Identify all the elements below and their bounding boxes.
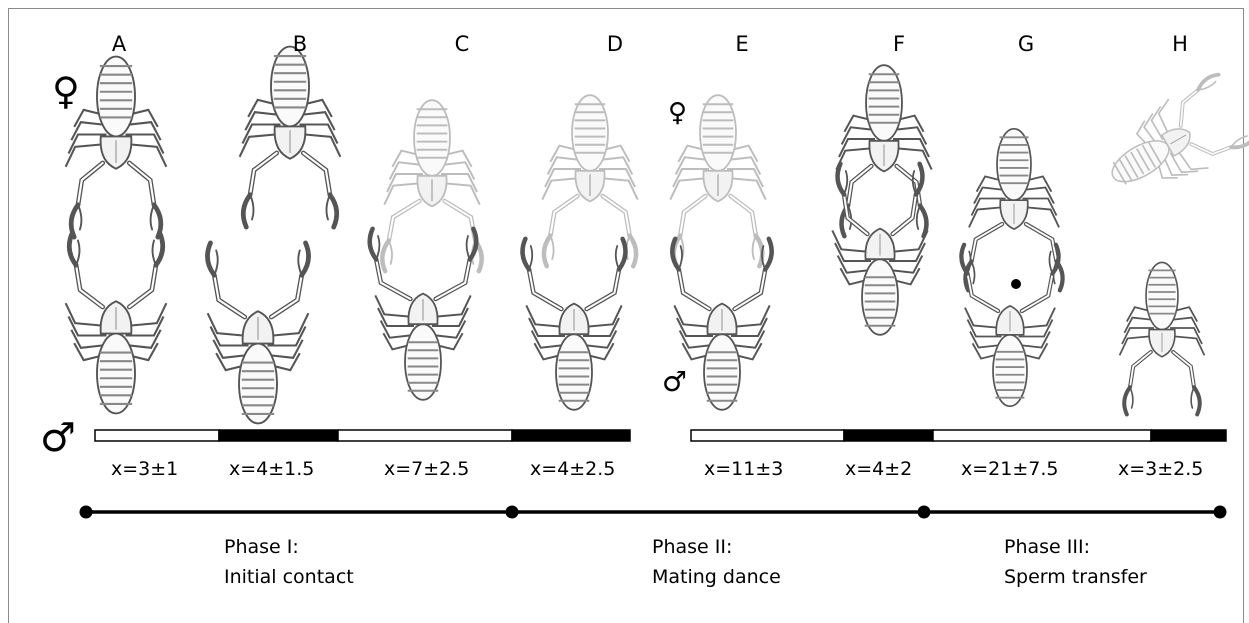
male-scorpion-d (523, 239, 626, 410)
timeline-node-1 (506, 506, 519, 519)
stage-label-e: E (722, 32, 762, 56)
phase-3: Phase III: Sperm transfer (1004, 532, 1147, 592)
duration-h: x=3±2.5 (1118, 458, 1203, 480)
stage-label-h: H (1160, 32, 1200, 56)
timeline-node-end (1214, 506, 1227, 519)
duration-g: x=21±7.5 (961, 458, 1058, 480)
phase-2: Phase II: Mating dance (652, 532, 781, 592)
duration-b: x=4±1.5 (229, 458, 314, 480)
female-symbol-large: ♀ (52, 72, 80, 110)
male-scorpion-e (672, 239, 771, 410)
male-symbol-small: ♂ (662, 368, 687, 396)
stage-label-g: G (1006, 32, 1046, 56)
phase-timeline (80, 506, 1227, 519)
female-scorpion-f (836, 65, 931, 236)
male-scorpion-b (207, 243, 308, 424)
phase-2-name: Mating dance (652, 562, 781, 592)
phase-2-title: Phase II: (652, 532, 781, 562)
male-symbol-large: ♂ (40, 418, 76, 458)
stage-label-a: A (99, 32, 139, 56)
bar-segment-h (1151, 430, 1226, 441)
stage-label-c: C (442, 32, 482, 56)
stage-label-d: D (595, 32, 635, 56)
bar-segment-e (691, 430, 844, 441)
male-scorpion-g (961, 245, 1058, 407)
duration-f: x=4±2 (845, 458, 912, 480)
female-scorpion-g (965, 129, 1062, 290)
duration-bar-left (95, 430, 630, 441)
phase-3-title: Phase III: (1004, 532, 1147, 562)
duration-c: x=7±2.5 (384, 458, 469, 480)
male-scorpion-h (1120, 262, 1205, 414)
phase-1: Phase I: Initial contact (224, 532, 354, 592)
stage-label-f: F (879, 32, 919, 56)
bar-segment-c (338, 430, 512, 441)
stage-label-b: B (280, 32, 320, 56)
female-scorpion-a (66, 57, 167, 238)
duration-bar-right (691, 430, 1226, 441)
duration-e: x=11±3 (704, 458, 783, 480)
timeline-node-2 (918, 506, 931, 519)
phase-3-name: Sperm transfer (1004, 562, 1147, 592)
duration-d: x=4±2.5 (530, 458, 615, 480)
bar-segment-a (95, 430, 219, 441)
phase-1-name: Initial contact (224, 562, 354, 592)
female-scorpion-h (1093, 71, 1249, 211)
spermatophore-dot (1011, 279, 1021, 289)
male-scorpion-f (832, 164, 927, 335)
male-scorpion-c (370, 229, 477, 400)
duration-a: x=3±1 (111, 458, 178, 480)
bar-segment-f (844, 430, 933, 441)
phase-1-title: Phase I: (224, 532, 354, 562)
bar-segment-g (933, 430, 1151, 441)
bar-segment-b (219, 430, 338, 441)
timeline-node-start (80, 506, 93, 519)
female-scorpion-b (240, 47, 341, 228)
female-symbol-small: ♀ (668, 100, 687, 126)
male-scorpion-a (66, 233, 167, 414)
bar-segment-d (512, 430, 630, 441)
